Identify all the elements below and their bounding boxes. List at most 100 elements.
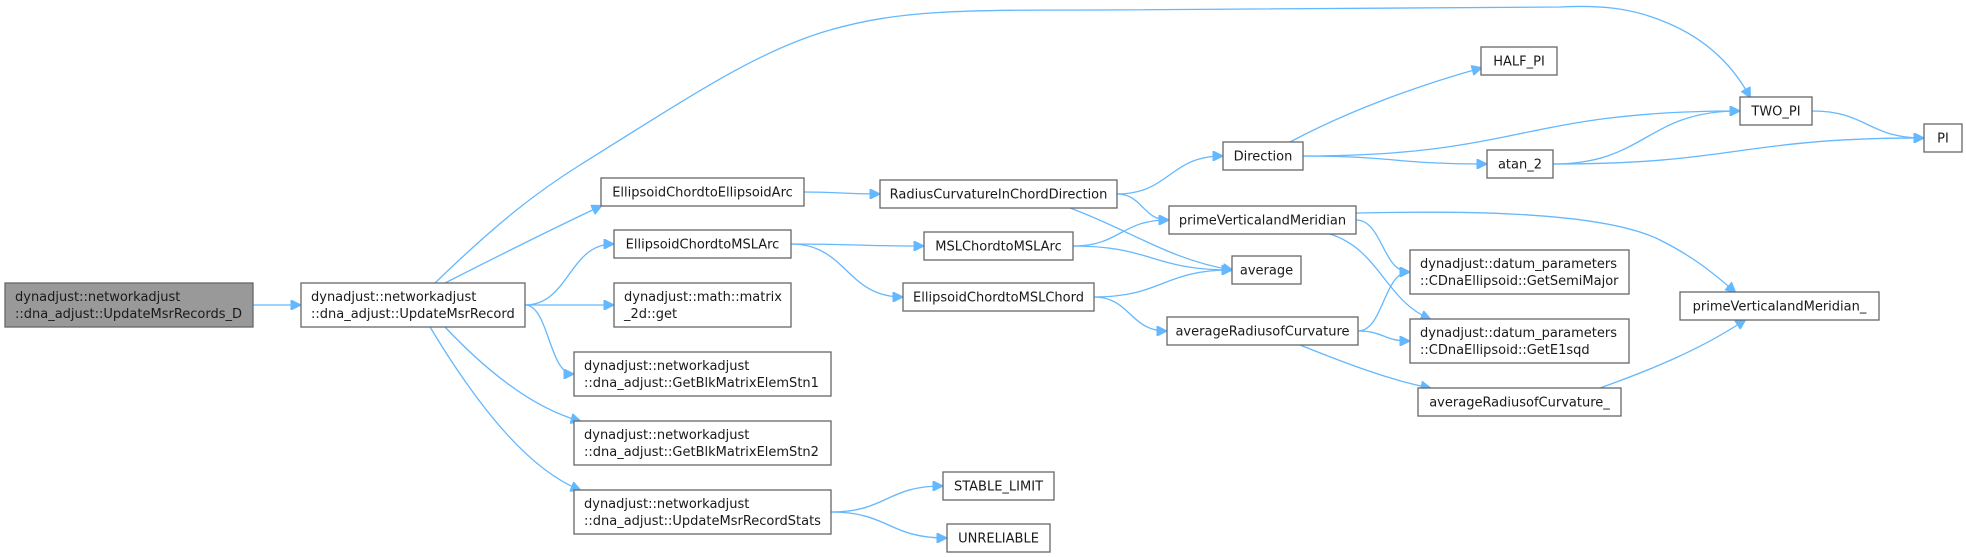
node-n13[interactable]: Direction: [1222, 141, 1304, 171]
edge-n7-n12: [830, 511, 946, 538]
node-box: [600, 177, 805, 207]
node-n23[interactable]: primeVerticalandMeridian_: [1679, 291, 1880, 321]
edge-n3-n10: [790, 243, 902, 297]
node-label: dynadjust::networkadjust: [311, 290, 476, 305]
edge-n22-n24: [1811, 110, 1923, 138]
node-n4[interactable]: dynadjust::math::matrix_2d::get: [613, 282, 792, 328]
node-n21[interactable]: averageRadiusofCurvature_: [1417, 387, 1622, 417]
node-label: STABLE_LIMIT: [954, 480, 1043, 495]
node-n6[interactable]: dynadjust::networkadjust::dna_adjust::Ge…: [573, 420, 832, 466]
node-n9[interactable]: MSLChordtoMSLArc: [923, 231, 1074, 261]
edge-n3-n9: [790, 244, 923, 246]
node-n24[interactable]: PI: [1923, 123, 1963, 153]
node-label: ::dna_adjust::GetBlkMatrixElemStn2: [584, 445, 819, 460]
node-box: [613, 282, 792, 328]
node-label: dynadjust::math::matrix: [624, 290, 782, 305]
node-box: [613, 229, 792, 259]
node-label: RadiusCurvatureInChordDirection: [890, 188, 1108, 203]
node-n14[interactable]: primeVerticalandMeridian: [1168, 205, 1357, 235]
edge-n2-n8: [803, 192, 879, 194]
edge-n1-n5: [524, 304, 573, 374]
node-label: EllipsoidChordtoMSLChord: [913, 291, 1084, 306]
node-n7[interactable]: dynadjust::networkadjust::dna_adjust::Up…: [573, 489, 832, 535]
edge-n1-n2: [444, 206, 601, 284]
node-n8[interactable]: RadiusCurvatureInChordDirection: [879, 179, 1118, 209]
node-box: [1486, 149, 1554, 179]
node-n1[interactable]: dynadjust::networkadjust::dna_adjust::Up…: [300, 282, 526, 328]
node-n5[interactable]: dynadjust::networkadjust::dna_adjust::Ge…: [573, 351, 832, 397]
node-box: [942, 471, 1055, 501]
edge-n14-n23: [1319, 211, 1735, 292]
node-n2[interactable]: EllipsoidChordtoEllipsoidArc: [600, 177, 805, 207]
node-box: [1679, 291, 1880, 321]
node-box: [1923, 123, 1963, 153]
edge-n13-n18: [1302, 155, 1486, 164]
node-label: ::CDnaEllipsoid::GetE1sqd: [1420, 343, 1590, 358]
edge-n9-n15: [1072, 245, 1231, 270]
edge-n13-n22: [1302, 111, 1739, 157]
node-label: HALF_PI: [1493, 55, 1545, 70]
node-layer: dynadjust::networkadjust::dna_adjust::Up…: [4, 46, 1963, 553]
node-label: EllipsoidChordtoMSLArc: [626, 238, 780, 253]
edge-n7-n11: [830, 486, 942, 513]
node-box: [1231, 255, 1302, 285]
edge-n14-n19: [1355, 219, 1409, 272]
edge-n8-n14: [1116, 193, 1168, 220]
node-label: dynadjust::networkadjust: [584, 497, 749, 512]
node-box: [4, 282, 254, 328]
node-label: ::dna_adjust::UpdateMsrRecordStats: [584, 514, 821, 529]
node-box: [879, 179, 1118, 209]
node-label: dynadjust::datum_parameters: [1420, 257, 1617, 272]
node-box: [573, 420, 832, 466]
node-n3[interactable]: EllipsoidChordtoMSLArc: [613, 229, 792, 259]
node-box: [1739, 96, 1813, 126]
node-box: [902, 282, 1095, 312]
node-box: [300, 282, 526, 328]
node-box: [923, 231, 1074, 261]
edge-n1-n22: [434, 5, 1750, 284]
node-label: PI: [1937, 132, 1949, 147]
node-label: averageRadiusofCurvature: [1175, 325, 1349, 340]
node-label: Direction: [1234, 150, 1293, 165]
node-n16[interactable]: averageRadiusofCurvature: [1166, 316, 1359, 346]
node-label: ::CDnaEllipsoid::GetSemiMajor: [1420, 274, 1619, 289]
node-label: dynadjust::datum_parameters: [1420, 326, 1617, 341]
edge-n1-n7: [429, 326, 580, 490]
node-n15[interactable]: average: [1231, 255, 1302, 285]
edge-n14-n20: [1329, 233, 1430, 319]
node-label: ::dna_adjust::UpdateMsrRecord: [311, 307, 515, 322]
node-n22[interactable]: TWO_PI: [1739, 96, 1813, 126]
node-label: _2d::get: [623, 307, 677, 322]
node-label: primeVerticalandMeridian: [1179, 214, 1346, 229]
node-n20[interactable]: dynadjust::datum_parameters::CDnaEllipso…: [1409, 318, 1630, 364]
node-n18[interactable]: atan_2: [1486, 149, 1554, 179]
node-n12[interactable]: UNRELIABLE: [946, 523, 1051, 553]
node-n11[interactable]: STABLE_LIMIT: [942, 471, 1055, 501]
edge-n18-n22: [1552, 111, 1739, 165]
node-label: average: [1240, 264, 1293, 279]
edge-n8-n13: [1116, 156, 1222, 195]
node-label: dynadjust::networkadjust: [584, 359, 749, 374]
node-n10[interactable]: EllipsoidChordtoMSLChord: [902, 282, 1095, 312]
node-label: primeVerticalandMeridian_: [1693, 300, 1867, 315]
node-label: ::dna_adjust::GetBlkMatrixElemStn1: [584, 376, 819, 391]
edge-n9-n14: [1072, 220, 1168, 247]
edge-n1-n6: [444, 326, 580, 421]
edge-layer: [253, 5, 1923, 538]
node-box: [573, 489, 832, 535]
edge-n10-n16: [1093, 296, 1166, 331]
node-n0[interactable]: dynadjust::networkadjust::dna_adjust::Up…: [4, 282, 254, 328]
node-label: ::dna_adjust::UpdateMsrRecords_D: [15, 307, 242, 322]
node-n19[interactable]: dynadjust::datum_parameters::CDnaEllipso…: [1409, 249, 1630, 295]
node-label: dynadjust::networkadjust: [584, 428, 749, 443]
node-n17[interactable]: HALF_PI: [1480, 46, 1558, 76]
node-label: UNRELIABLE: [958, 532, 1039, 547]
node-box: [1409, 318, 1630, 364]
node-label: TWO_PI: [1750, 105, 1800, 120]
edge-n13-n17: [1289, 68, 1481, 143]
node-label: atan_2: [1498, 158, 1542, 173]
node-box: [1166, 316, 1359, 346]
edge-n1-n3: [524, 244, 613, 306]
edge-n16-n19: [1357, 272, 1409, 332]
node-box: [1168, 205, 1357, 235]
